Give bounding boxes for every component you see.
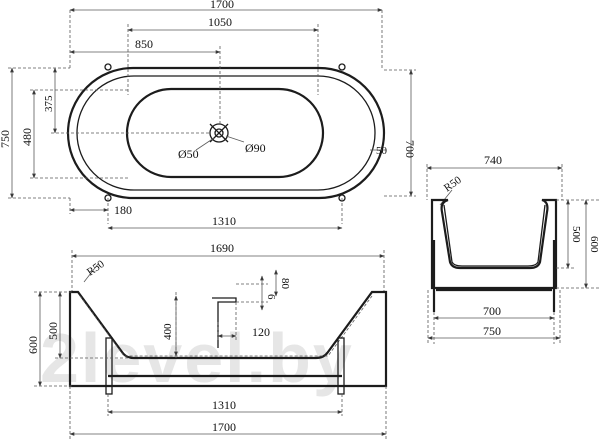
dim-top-drain-offset: 850 (135, 37, 153, 51)
side-view-shell (430, 198, 558, 290)
dim-top-foot-spacing: 1310 (212, 214, 236, 228)
dim-overflow-diameter: Ø90 (245, 141, 266, 155)
front-view-basin-line (79, 295, 373, 357)
dim-top-rim-width: 700 (403, 140, 417, 158)
dim-front-overflow-gap: 6 (265, 294, 277, 300)
dim-front-foot-spacing: 1310 (212, 398, 236, 412)
front-view: 1690 R50 600 500 400 6 80 120 1310 (26, 241, 388, 440)
side-view-basin-line (443, 204, 546, 267)
dim-side-corner-radius: R50 (442, 174, 464, 195)
dim-side-overall-base: 750 (483, 324, 501, 338)
dim-side-inner-height: 500 (570, 226, 582, 243)
side-view: 740 R50 500 600 700 750 (426, 153, 600, 344)
dim-drain-diameter: Ø50 (178, 147, 199, 161)
dim-rim-thickness: 50 (376, 145, 388, 157)
dim-top-drain-width: 375 (43, 95, 55, 112)
dim-front-inner-height: 500 (46, 322, 60, 340)
dim-top-inner-length: 1050 (208, 15, 232, 29)
dim-top-foot-offset: 180 (114, 203, 132, 217)
dim-front-overflow-height: 80 (279, 278, 291, 290)
front-view-shell (68, 290, 388, 388)
dim-front-overall-height: 600 (26, 336, 40, 354)
dim-top-inner-width: 480 (20, 128, 34, 146)
top-view: 1700 1050 850 750 480 375 700 Ø50 Ø90 50 (0, 0, 417, 230)
top-view-feet (104, 63, 346, 202)
front-view-foot-left (105, 337, 113, 395)
dim-front-drain-depth: 400 (162, 323, 174, 340)
dim-front-drain-offset: 120 (252, 325, 270, 339)
dim-top-overall-length: 1700 (210, 0, 234, 11)
dim-front-overall-length: 1700 (212, 420, 236, 434)
dim-top-overall-width: 750 (0, 130, 12, 148)
dim-side-overall-width: 740 (484, 153, 502, 167)
dim-side-base-width: 700 (483, 304, 501, 318)
dim-front-top-length: 1690 (210, 241, 234, 255)
front-view-foot-right (337, 337, 345, 395)
dim-front-corner-radius: R50 (85, 258, 107, 279)
top-view-outer-rim (66, 66, 386, 200)
dim-side-overall-height: 600 (588, 236, 600, 253)
